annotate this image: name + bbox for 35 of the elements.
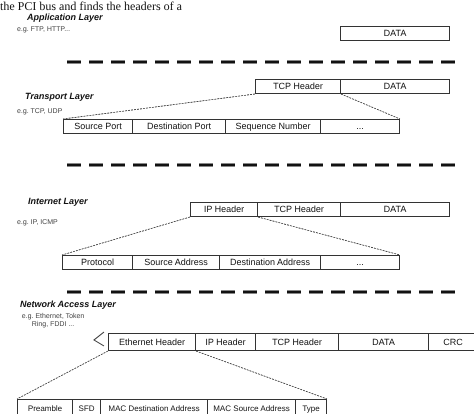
header-field: Protocol xyxy=(62,255,133,270)
header-field: Ethernet Header xyxy=(108,333,196,351)
header-field: Preamble xyxy=(17,399,73,414)
header-field: Sequence Number xyxy=(225,119,321,134)
layer-title: Transport Layer xyxy=(25,92,94,100)
header-field: DATA xyxy=(340,79,450,94)
text-fragment: the PCI bus and finds the headers of a xyxy=(0,0,182,12)
layer-title: Application Layer xyxy=(27,13,103,21)
layer-title: Network Access Layer xyxy=(20,300,116,308)
leader-line xyxy=(16,350,108,400)
header-field: Destination Address xyxy=(219,255,321,270)
header-field: IP Header xyxy=(190,202,258,217)
layer-title: Internet Layer xyxy=(28,197,88,205)
leader-line xyxy=(62,216,190,256)
header-field: DATA xyxy=(338,333,429,351)
header-field: TCP Header xyxy=(255,333,339,351)
header-field: TCP Header xyxy=(257,202,341,217)
header-field: IP Header xyxy=(195,333,256,351)
header-field: Source Address xyxy=(132,255,220,270)
leader-line xyxy=(258,216,400,256)
header-field: Type xyxy=(295,399,327,414)
header-field: MAC Source Address xyxy=(207,399,296,414)
leader-line xyxy=(62,94,256,120)
header-field: TCP Header xyxy=(255,79,341,94)
header-field: DATA xyxy=(340,202,450,217)
header-field: Source Port xyxy=(63,119,133,134)
leader-line xyxy=(340,94,400,120)
leader-line xyxy=(196,350,328,400)
header-field: ... xyxy=(320,119,400,134)
header-field: DATA xyxy=(340,26,450,41)
header-field: MAC Destination Address xyxy=(100,399,208,414)
header-field: SFD xyxy=(72,399,101,414)
header-field: Destination Port xyxy=(132,119,226,134)
header-field: CRC xyxy=(428,333,474,351)
header-field: ... xyxy=(320,255,400,270)
